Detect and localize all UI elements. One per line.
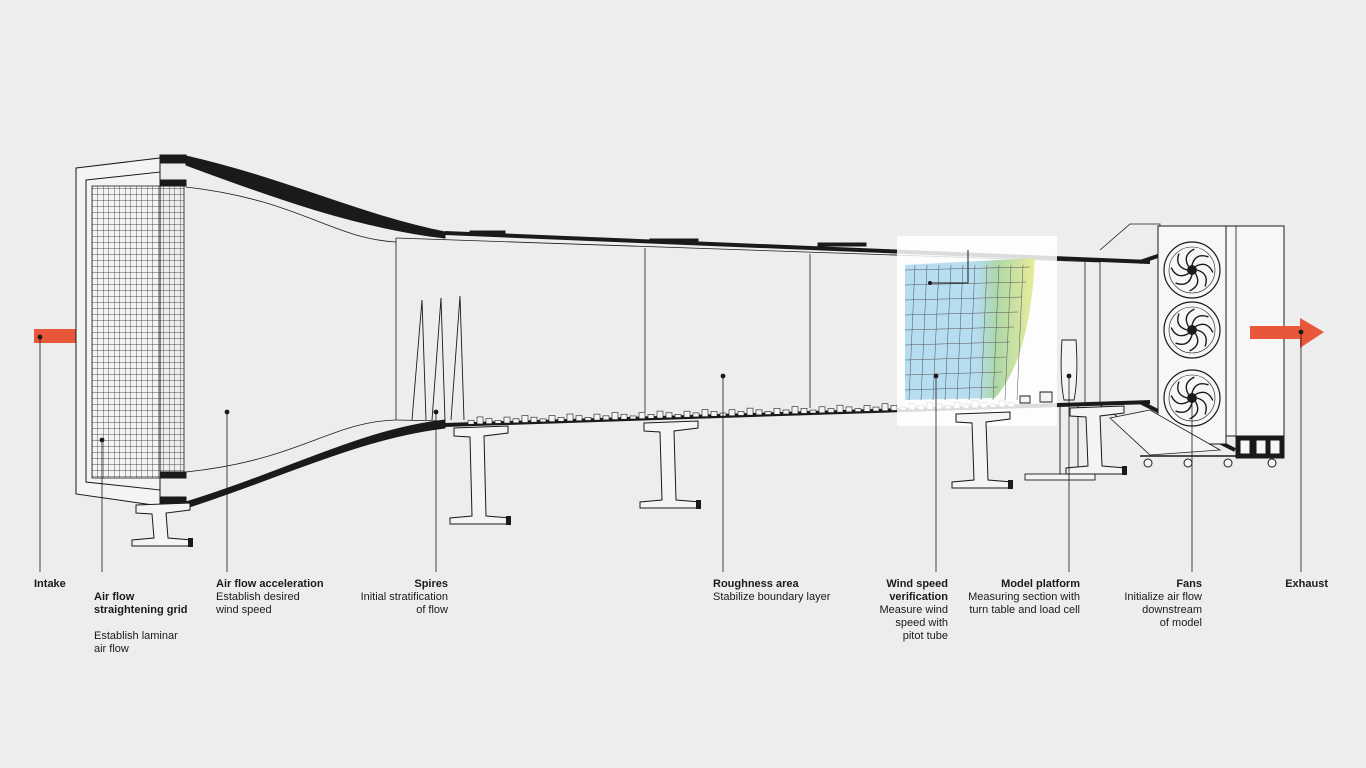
label-intake: Intake xyxy=(34,578,66,591)
wind-speed-profile xyxy=(897,236,1057,426)
label-roughness-title: Roughness area xyxy=(713,578,799,590)
label-grid: Air flow straightening grid Establish la… xyxy=(94,578,188,669)
fan-icon xyxy=(1163,301,1221,359)
label-acceleration-title: Air flow acceleration xyxy=(216,578,324,590)
label-wind-speed: Wind speed verification Measure wind spe… xyxy=(880,578,948,643)
label-grid-title: Air flow straightening grid xyxy=(94,591,188,616)
i-beam xyxy=(951,411,1013,489)
label-acceleration-desc: Establish desired wind speed xyxy=(216,591,300,616)
i-beam xyxy=(131,502,193,547)
fan-icon xyxy=(1163,241,1221,299)
i-beam xyxy=(449,425,511,525)
label-exhaust-title: Exhaust xyxy=(1285,578,1328,590)
spires xyxy=(411,295,465,421)
label-grid-desc: Establish laminar air flow xyxy=(94,630,178,655)
support-beams xyxy=(131,405,1127,547)
label-roughness: Roughness area Stabilize boundary layer xyxy=(713,578,830,604)
model-platform xyxy=(1019,339,1096,481)
leader-lines xyxy=(37,329,1304,572)
label-exhaust: Exhaust xyxy=(1285,578,1328,591)
label-intake-title: Intake xyxy=(34,578,66,590)
label-roughness-desc: Stabilize boundary layer xyxy=(713,591,831,603)
contraction-section xyxy=(185,155,446,509)
exhaust-arrow xyxy=(1250,318,1324,348)
label-model-platform-title: Model platform xyxy=(1001,578,1080,590)
i-beam xyxy=(1065,405,1127,475)
label-wind-speed-desc: Measure wind speed with pitot tube xyxy=(879,604,948,642)
label-spires-title: Spires xyxy=(414,578,448,590)
label-model-platform: Model platform Measuring section with tu… xyxy=(968,578,1080,617)
label-spires-desc: Initial stratification of flow xyxy=(360,591,448,616)
label-model-platform-desc: Measuring section with turn table and lo… xyxy=(968,591,1080,616)
label-fans: Fans Initialize air flow downstream of m… xyxy=(1124,578,1202,630)
label-fans-title: Fans xyxy=(1176,578,1202,590)
label-fans-desc: Initialize air flow downstream of model xyxy=(1124,591,1202,629)
label-wind-speed-title: Wind speed verification xyxy=(886,578,948,603)
fans xyxy=(1163,241,1221,427)
i-beam xyxy=(639,420,701,509)
straightening-grid xyxy=(75,154,187,507)
label-acceleration: Air flow acceleration Establish desired … xyxy=(216,578,324,617)
label-spires: Spires Initial stratification of flow xyxy=(361,578,448,617)
